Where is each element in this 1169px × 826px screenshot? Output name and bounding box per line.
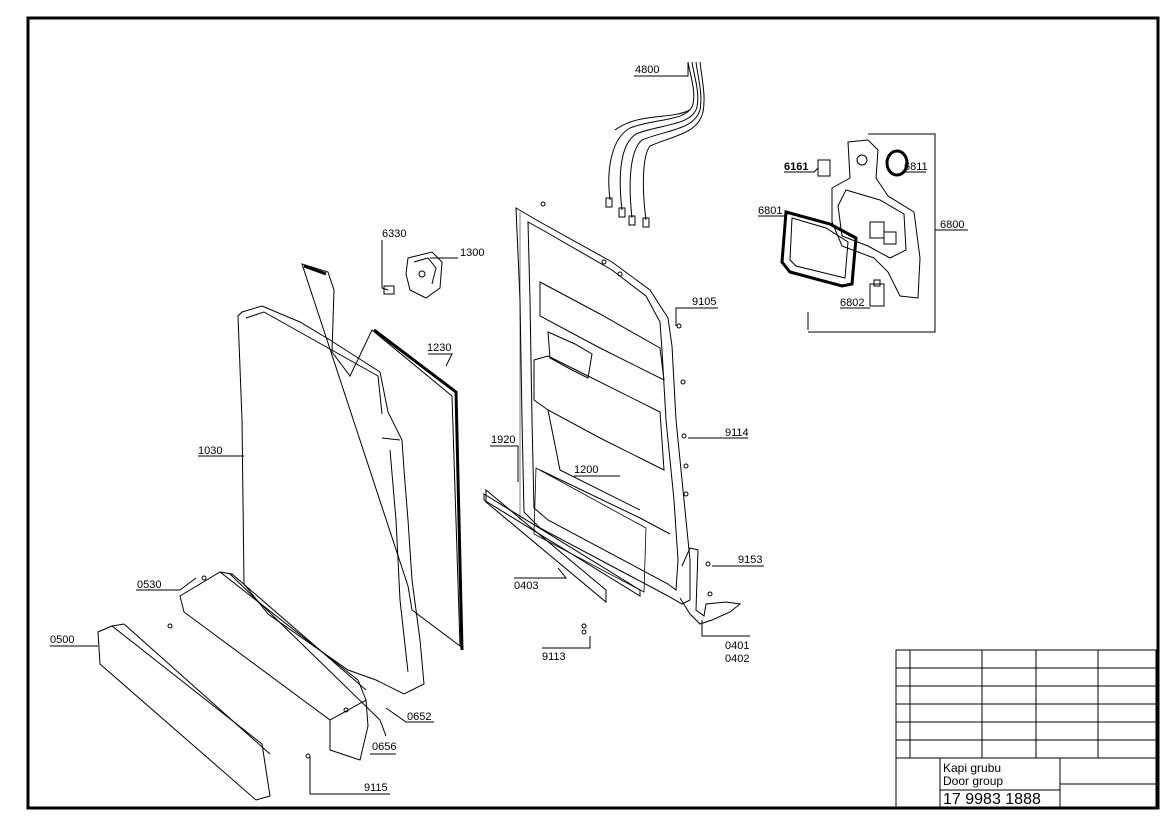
title-block <box>895 649 1157 809</box>
door-lock-parts <box>383 251 443 299</box>
part-label-6330: 6330 <box>382 228 407 240</box>
part-label-0403: 0403 <box>514 580 539 592</box>
kick-plate <box>179 571 387 761</box>
part-label-0402: 0402 <box>725 653 750 665</box>
part-label-0652: 0652 <box>407 711 432 723</box>
part-label-9153: 9153 <box>738 554 763 566</box>
sheet-frame <box>26 16 1160 810</box>
outer-door-panel <box>237 305 425 695</box>
part-label-1230: 1230 <box>427 342 452 354</box>
part-label-9113: 9113 <box>542 651 566 663</box>
bottom-rail <box>485 488 607 604</box>
title-block-drawing-number: 17 9983 1888 <box>943 791 1041 808</box>
part-label-9105: 9105 <box>692 296 717 308</box>
screws <box>167 201 713 759</box>
inner-door-panel <box>515 207 742 625</box>
part-label-9115: 9115 <box>364 782 388 794</box>
part-label-0401: 0401 <box>725 640 750 652</box>
bottom-cover <box>97 623 271 801</box>
part-label-6800: 6800 <box>940 219 965 231</box>
part-label-6801: 6801 <box>758 205 783 217</box>
part-label-1300: 1300 <box>460 247 485 259</box>
part-label-6161: 6161 <box>784 161 809 173</box>
door-seal <box>301 263 464 651</box>
leader-lines <box>50 62 968 795</box>
title-block-title-en: Door group <box>943 774 1004 788</box>
part-label-6811: 6811 <box>904 161 928 173</box>
side-strip <box>483 467 647 597</box>
part-label-4800: 4800 <box>635 64 660 76</box>
title-block-title-tr: Kapi grubu <box>943 761 1002 775</box>
cable-harness <box>605 61 705 228</box>
part-label-0656: 0656 <box>372 741 397 753</box>
part-label-0500: 0500 <box>50 634 75 646</box>
part-label-9114: 9114 <box>725 427 749 439</box>
part-label-1920: 1920 <box>491 434 516 446</box>
part-label-6802: 6802 <box>840 297 865 309</box>
part-label-0530: 0530 <box>137 579 162 591</box>
part-label-1200: 1200 <box>574 464 599 476</box>
part-label-1030: 1030 <box>198 445 223 457</box>
